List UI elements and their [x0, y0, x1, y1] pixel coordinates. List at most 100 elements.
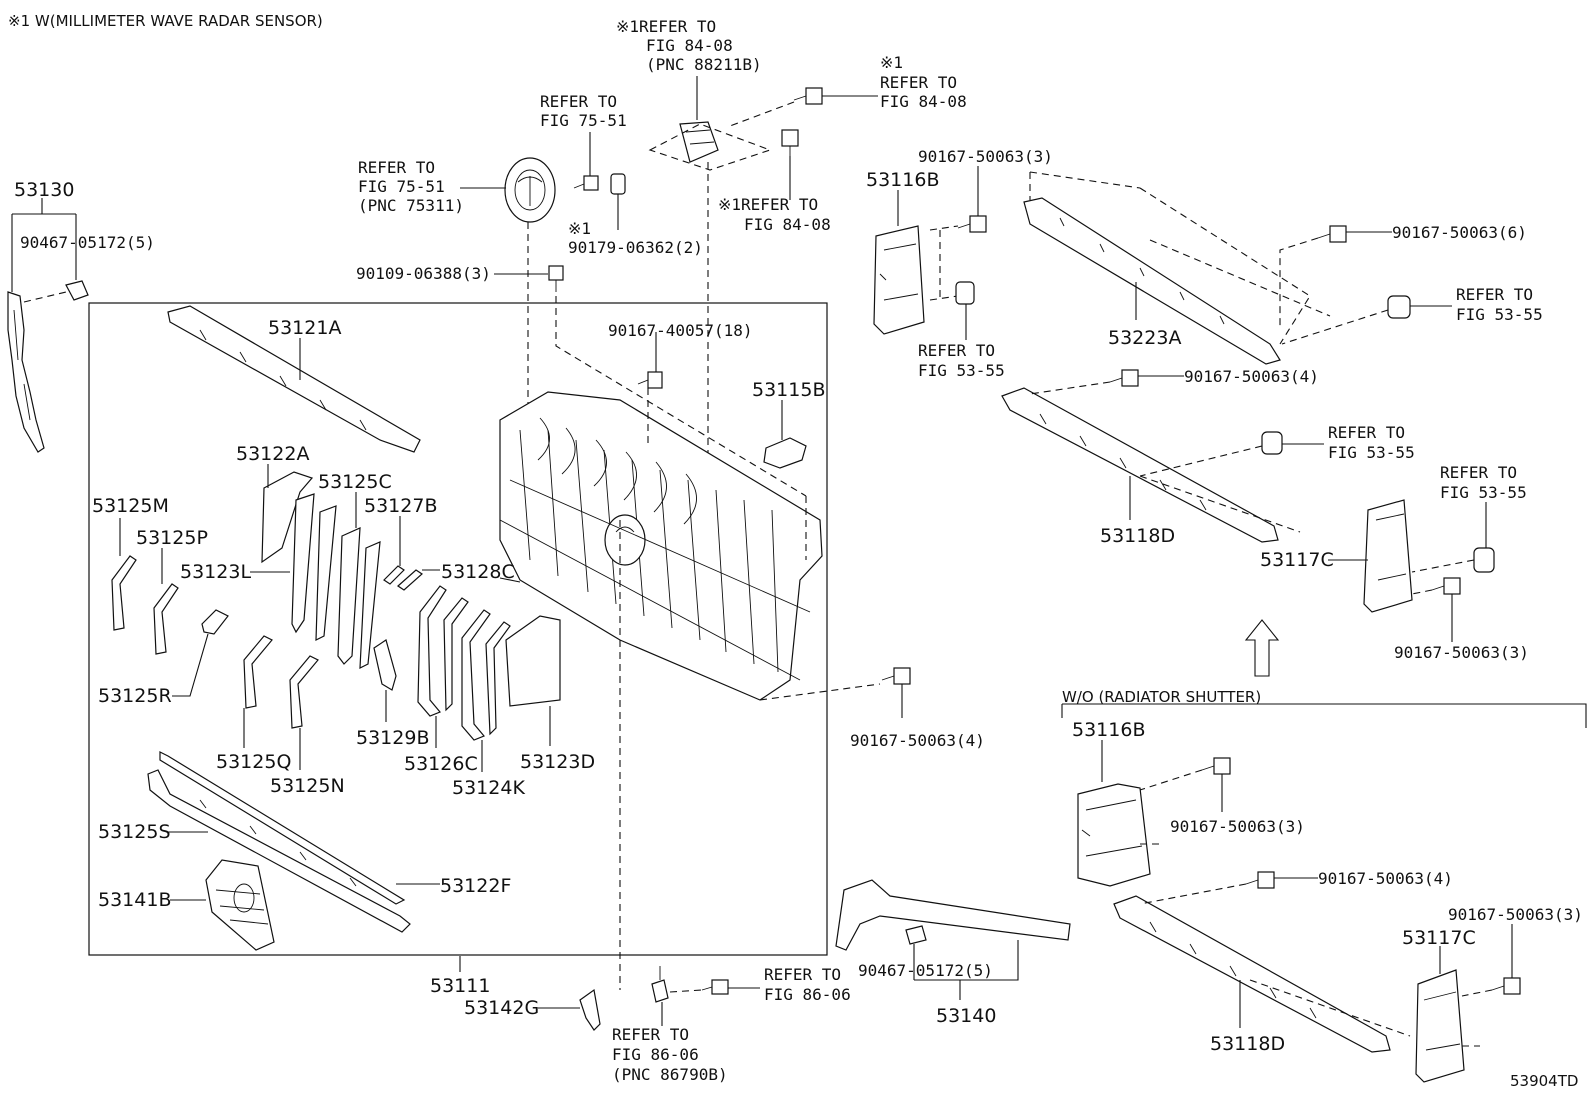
part-53116B-upper-duct [873, 225, 925, 335]
clip-icon [1387, 295, 1411, 319]
label-53124K: 53124K [452, 777, 525, 799]
label-53125Q: 53125Q [216, 751, 291, 773]
svg-text:REFER TO: REFER TO [1440, 463, 1517, 482]
label-53118D-bot: 53118D [1210, 1033, 1285, 1055]
svg-text:(PNC 75311): (PNC 75311) [358, 196, 464, 215]
leader-53130 [11, 198, 77, 292]
label-90109-06388: 90109-06388(3) [356, 264, 491, 283]
emblem-part [504, 157, 556, 223]
ref-label-fig8408-pnc: ※1REFER TO FIG 84-08 (PNC 88211B) [616, 17, 762, 74]
svg-text:REFER TO: REFER TO [358, 158, 435, 177]
label-53123L: 53123L [180, 561, 251, 583]
ref-label-fig8606-pnc: REFER TO FIG 86-06 (PNC 86790B) [612, 1025, 728, 1084]
part-53142G-bracket [579, 988, 601, 1031]
clip-icon [905, 925, 927, 945]
svg-text:※1: ※1 [880, 53, 903, 72]
part-53129B-bracket [373, 639, 397, 691]
label-90167-50063-4-mid: 90167-50063(4) [850, 731, 985, 750]
svg-text:FIG 84-08: FIG 84-08 [744, 215, 831, 234]
svg-text:REFER TO: REFER TO [1328, 423, 1405, 442]
part-53125N-strip [289, 655, 319, 729]
svg-text:FIG 53-55: FIG 53-55 [1328, 443, 1415, 462]
figure-code: 53904TD [1510, 1072, 1578, 1090]
part-53124K-strip [461, 609, 511, 741]
part-53125S-molding [147, 751, 411, 933]
bolt-icon [573, 175, 599, 191]
part-53125C-strip [337, 527, 381, 669]
label-53127B: 53127B [364, 495, 437, 517]
radar-sensor-part [679, 121, 719, 163]
label-53130: 53130 [14, 179, 74, 201]
label-53141B: 53141B [98, 889, 171, 911]
ref-label-fig8408-mid: ※1REFER TO FIG 84-08 [718, 195, 831, 234]
label-53116B-bot: 53116B [1072, 719, 1145, 741]
clip-icon [1261, 431, 1283, 455]
wo-section-label: W/O (RADIATOR SHUTTER) [1062, 688, 1261, 706]
clip-icon [610, 173, 626, 195]
label-90167-50063-3-top: 90167-50063(3) [918, 147, 1053, 166]
svg-text:REFER TO: REFER TO [764, 965, 841, 984]
up-arrow-icon [1244, 619, 1280, 677]
label-53142G: 53142G [464, 997, 539, 1019]
svg-text:※1REFER TO: ※1REFER TO [718, 195, 818, 214]
label-53125C: 53125C [318, 471, 392, 493]
bolt-icon [548, 265, 564, 292]
label-53128C: 53128C [441, 561, 515, 583]
label-53117C-bot: 53117C [1402, 927, 1476, 949]
label-53115B: 53115B [752, 379, 825, 401]
svg-text:(PNC 86790B): (PNC 86790B) [612, 1065, 728, 1084]
svg-text:REFER TO: REFER TO [540, 92, 617, 111]
bolt-icon [957, 215, 987, 233]
label-53125S: 53125S [98, 821, 171, 843]
header-note: ※1 W(MILLIMETER WAVE RADAR SENSOR) [8, 12, 323, 30]
svg-text:※1: ※1 [568, 219, 591, 238]
part-53123L-strip [291, 493, 337, 641]
part-53127B-clip [383, 565, 423, 591]
label-90179-06362: ※1 90179-06362(2) [568, 219, 703, 257]
svg-text:REFER TO: REFER TO [612, 1025, 689, 1044]
svg-text:FIG 84-08: FIG 84-08 [880, 92, 967, 111]
label-90467-05172-b: 90467-05172(5) [858, 961, 993, 980]
part-53116B-lower-duct [1077, 783, 1151, 887]
part-53125M-strip [111, 555, 137, 631]
ref-label-fig7551-pnc: REFER TO FIG 75-51 (PNC 75311) [358, 158, 464, 215]
bracket-icon [651, 966, 669, 1003]
label-53125M: 53125M [92, 495, 169, 517]
part-53123D-cover [505, 615, 561, 707]
part-53125Q-strip [243, 635, 273, 709]
label-53223A: 53223A [1108, 327, 1181, 349]
label-53140: 53140 [936, 1005, 996, 1027]
ref-label-fig5355-b: REFER TO FIG 53-55 [1456, 285, 1543, 324]
ref-label-fig8606: REFER TO FIG 86-06 [764, 965, 851, 1004]
part-53118D-lower-bar [1113, 895, 1391, 1053]
part-53141B-bracket [205, 859, 275, 951]
label-90167-50063-4-bot: 90167-50063(4) [1318, 869, 1453, 888]
label-90167-40057: 90167-40057(18) [608, 321, 753, 340]
label-53117C-top: 53117C [1260, 549, 1334, 571]
wo-section-bracket [1061, 703, 1587, 728]
bolt-icon [1109, 369, 1139, 387]
svg-text:FIG 86-06: FIG 86-06 [612, 1045, 699, 1064]
bolt-icon [793, 87, 823, 105]
label-53116B-top: 53116B [866, 169, 939, 191]
svg-text:※1REFER TO: ※1REFER TO [616, 17, 716, 36]
ref-label-fig5355-d: REFER TO FIG 53-55 [1440, 463, 1527, 502]
label-90167-50063-6: 90167-50063(6) [1392, 223, 1527, 242]
part-53125R-clip [201, 609, 229, 635]
label-90167-50063-3-bot2: 90167-50063(3) [1448, 905, 1583, 924]
svg-text:REFER TO: REFER TO [880, 73, 957, 92]
svg-text:FIG 75-51: FIG 75-51 [358, 177, 445, 196]
label-53121A: 53121A [268, 317, 341, 339]
bolt-icon [1431, 577, 1461, 595]
label-53122A: 53122A [236, 443, 309, 465]
svg-text:FIG 75-51: FIG 75-51 [540, 111, 627, 130]
ref-label-fig5355-c: REFER TO FIG 53-55 [1328, 423, 1415, 462]
bolt-icon [1491, 977, 1521, 995]
label-90167-50063-4-top: 90167-50063(4) [1184, 367, 1319, 386]
bolt-icon [637, 371, 663, 389]
label-53123D: 53123D [520, 751, 595, 773]
part-53117C-upper-duct [1363, 499, 1413, 613]
label-53129B: 53129B [356, 727, 429, 749]
ref-label-fig8408-top: ※1 REFER TO FIG 84-08 [880, 53, 967, 111]
